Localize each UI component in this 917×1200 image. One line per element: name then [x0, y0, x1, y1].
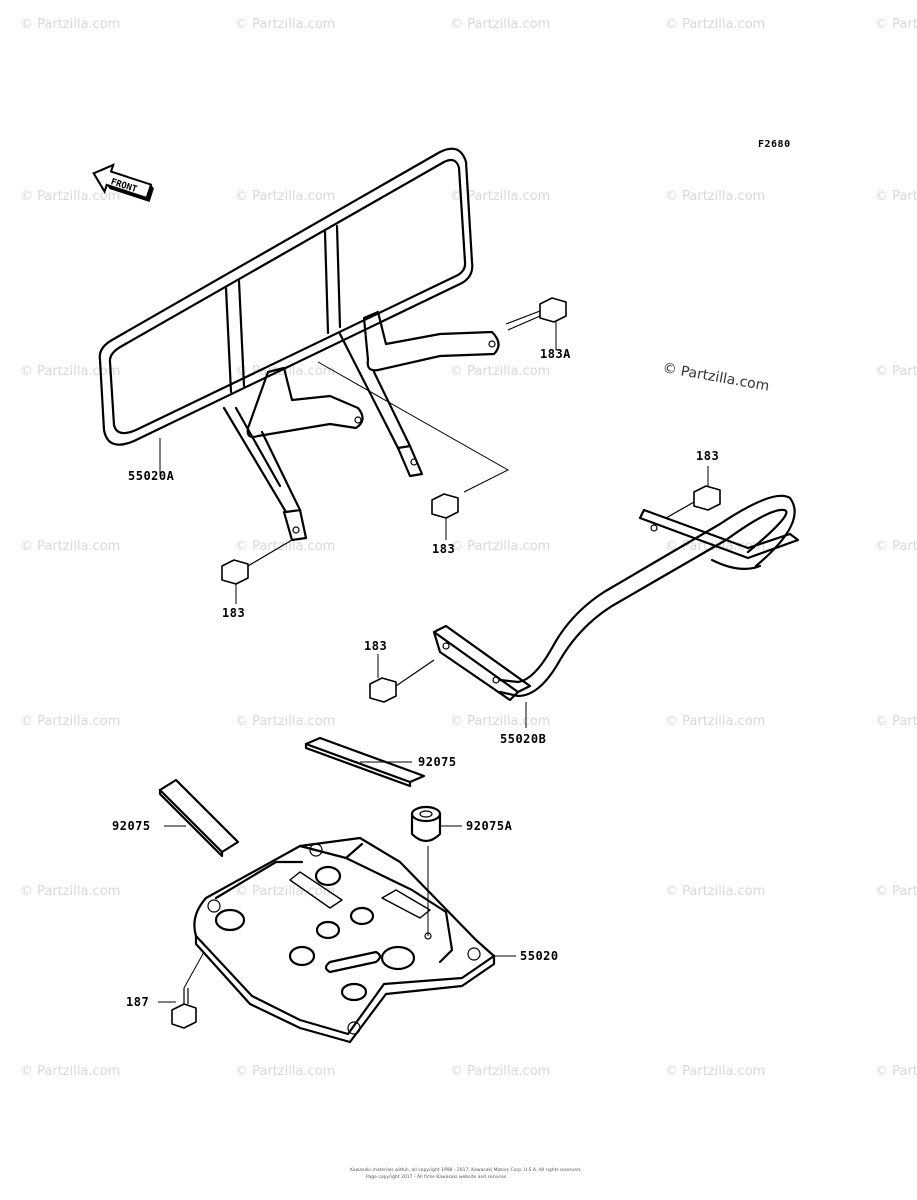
watermark: © Partzilla.com	[450, 1064, 550, 1079]
watermark: © Partzilla.com	[665, 17, 765, 32]
watermark: © Partzilla.com	[875, 539, 917, 554]
label-92075-left: 92075	[112, 819, 151, 833]
watermark: © Partzilla.com	[235, 189, 335, 204]
watermark: © Partzilla.com	[20, 364, 120, 379]
bolt-187-icon	[171, 951, 205, 1029]
bolt-183-left-icon	[221, 539, 293, 585]
watermark: © Partzilla.com	[20, 714, 120, 729]
watermark: © Partzilla.com	[20, 884, 120, 899]
watermark: © Partzilla.com	[20, 539, 120, 554]
label-183-left: 183	[222, 606, 245, 620]
pad-upper	[304, 736, 426, 788]
watermark: © Partzilla.com	[665, 884, 765, 899]
label-183-center: 183	[432, 542, 455, 556]
footer-line-2: Page copyright 2017 - All fiche Kawasaki…	[366, 1174, 507, 1180]
label-183A: 183A	[540, 347, 571, 361]
rear-bar	[432, 494, 800, 702]
watermark-layer: © Partzilla.com © Partzilla.com © Partzi…	[20, 17, 917, 1079]
bolt-183A-icon	[505, 297, 567, 331]
watermark: © Partzilla.com	[235, 17, 335, 32]
watermark: © Partzilla.com	[20, 189, 120, 204]
watermark: © Partzilla.com	[235, 884, 335, 899]
watermark: © Partzilla.com	[450, 17, 550, 32]
watermark: © Partzilla.com	[875, 17, 917, 32]
watermark: © Partzilla.com	[450, 364, 550, 379]
watermark: © Partzilla.com	[450, 189, 550, 204]
watermark: © Partzilla.com	[20, 17, 120, 32]
label-55020: 55020	[520, 949, 559, 963]
front-arrow-icon: FRONT	[92, 163, 154, 202]
label-183-right-top: 183	[696, 449, 719, 463]
label-92075A: 92075A	[466, 819, 513, 833]
watermark: © Partzilla.com	[235, 1064, 335, 1079]
label-55020B: 55020B	[500, 732, 546, 746]
label-183-mid: 183	[364, 639, 387, 653]
damper-92075A	[410, 805, 442, 843]
watermark: © Partzilla.com	[875, 1064, 917, 1079]
pad-left	[158, 778, 240, 858]
label-92075-upper: 92075	[418, 755, 457, 769]
watermark: © Partzilla.com	[665, 1064, 765, 1079]
copyright-mark: © Partzilla.com	[661, 360, 770, 395]
bolt-183-right-top-icon	[665, 485, 721, 519]
watermark: © Partzilla.com	[235, 714, 335, 729]
bolt-183-center-icon	[431, 493, 459, 519]
watermark: © Partzilla.com	[450, 714, 550, 729]
label-55020A: 55020A	[128, 469, 175, 483]
watermark: © Partzilla.com	[450, 539, 550, 554]
skid-plate	[193, 836, 496, 1044]
watermark: © Partzilla.com	[875, 364, 917, 379]
bolt-183-mid-icon	[369, 659, 435, 703]
watermark: © Partzilla.com	[665, 714, 765, 729]
watermark: © Partzilla.com	[665, 189, 765, 204]
watermark: © Partzilla.com	[875, 884, 917, 899]
label-187: 187	[126, 995, 149, 1009]
watermark: © Partzilla.com	[20, 1064, 120, 1079]
watermark: © Partzilla.com	[235, 539, 335, 554]
figure-code: F2680	[758, 139, 791, 150]
footer-line-1: Kawasaki materials within, all copyright…	[350, 1167, 581, 1173]
watermark: © Partzilla.com	[875, 714, 917, 729]
watermark: © Partzilla.com	[875, 189, 917, 204]
